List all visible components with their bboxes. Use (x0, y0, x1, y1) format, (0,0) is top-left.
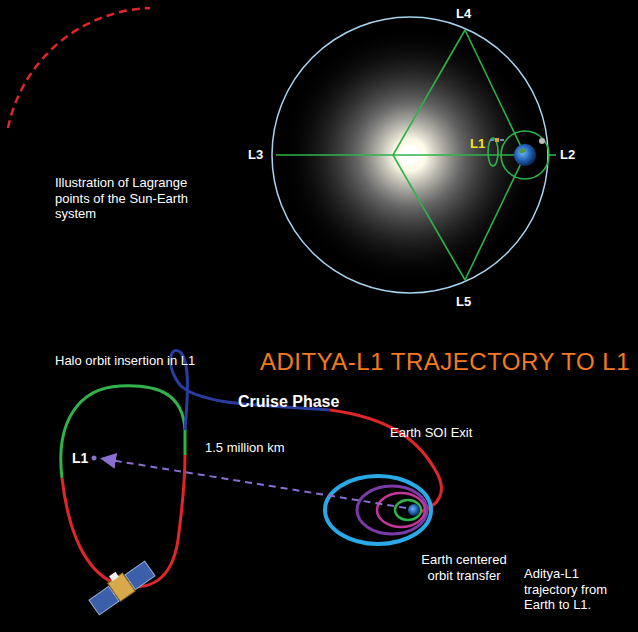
phase-label: Earth centered orbit transfer (414, 552, 514, 583)
phase-label: Halo orbit insertion in L1 (55, 353, 195, 369)
distance-label: 1.5 million km (205, 440, 284, 456)
lagrange-label: L5 (456, 294, 471, 310)
note-label: Aditya-L1 trajectory from Earth to L1. (524, 566, 629, 613)
lagrange-label: L3 (248, 147, 263, 163)
caption-note: Illustration of Lagrange points of the S… (55, 175, 215, 222)
lagrange-label: L2 (560, 147, 575, 163)
point-label: L1 (72, 450, 88, 467)
phase-label: Earth SOI Exit (390, 425, 472, 441)
phase-label: Cruise Phase (238, 392, 339, 411)
diagram-title: ADITYA-L1 TRAJECTORY TO L1 (260, 348, 630, 377)
lagrange-label: L4 (456, 6, 471, 22)
lagrange-label: L1 (470, 136, 485, 152)
